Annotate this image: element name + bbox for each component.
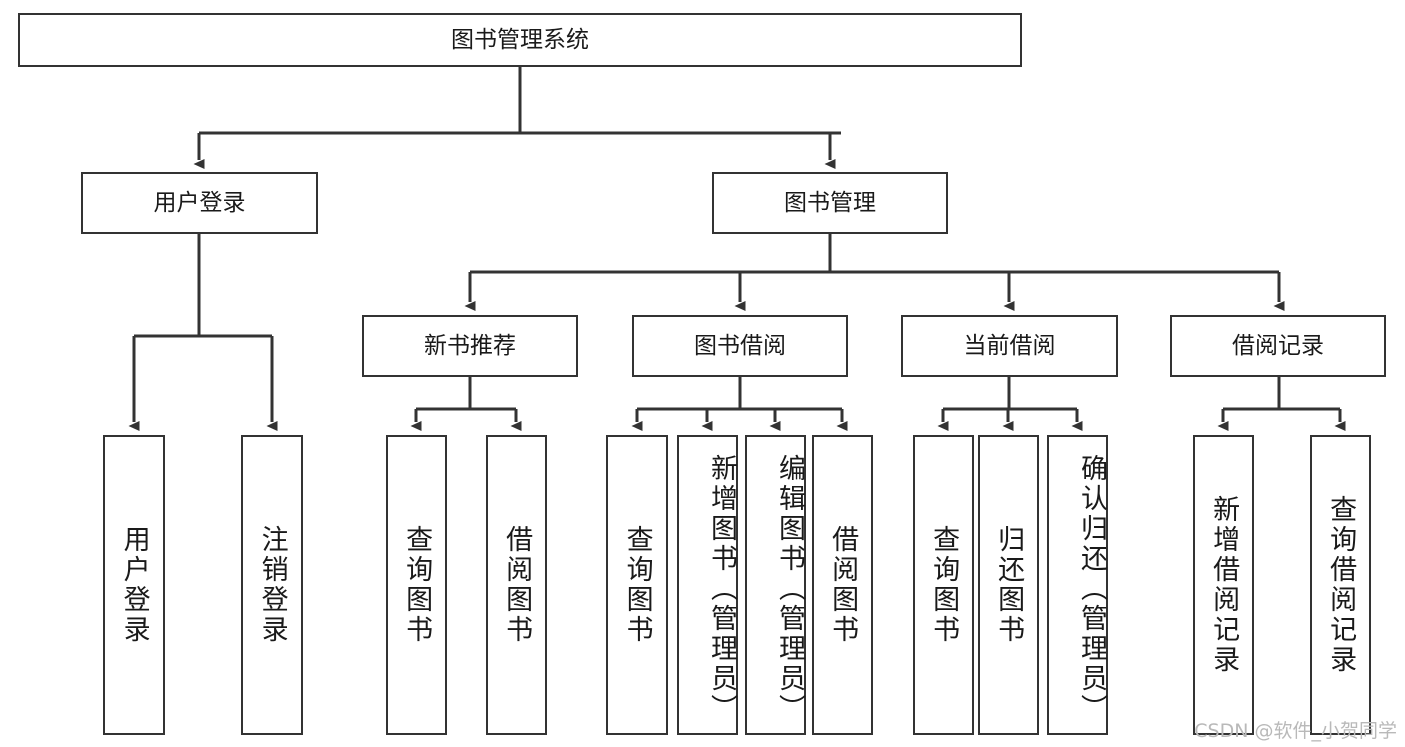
node-leaf-add-book[interactable]: 新增图书（管理员）: [677, 435, 738, 735]
node-leaf-borrow-book-2-label: 借阅图书: [827, 525, 859, 645]
node-book-manage-label: 图书管理: [784, 189, 876, 216]
node-leaf-query-book-2[interactable]: 查询图书: [606, 435, 668, 735]
node-leaf-logout[interactable]: 注销登录: [241, 435, 303, 735]
node-user-login-label: 用户登录: [153, 189, 246, 216]
node-root[interactable]: 图书管理系统: [18, 13, 1022, 67]
node-leaf-edit-book[interactable]: 编辑图书（管理员）: [745, 435, 806, 735]
watermark-text: CSDN @软件_小贺同学: [1194, 720, 1397, 742]
node-leaf-confirm-return-label: 确认归还（管理员）: [1076, 454, 1107, 724]
node-leaf-query-record-label: 查询借阅记录: [1325, 495, 1357, 675]
node-leaf-borrow-book-1-label: 借阅图书: [501, 525, 533, 645]
node-current-borrow[interactable]: 当前借阅: [901, 315, 1118, 377]
node-leaf-query-record[interactable]: 查询借阅记录: [1310, 435, 1371, 735]
node-leaf-query-book-2-label: 查询图书: [621, 525, 653, 645]
node-root-label: 图书管理系统: [451, 26, 589, 53]
node-book-borrow-label: 图书借阅: [694, 332, 786, 359]
node-new-book-recommend[interactable]: 新书推荐: [362, 315, 578, 377]
node-leaf-query-book-3[interactable]: 查询图书: [913, 435, 974, 735]
node-leaf-query-book-3-label: 查询图书: [928, 525, 960, 645]
node-leaf-confirm-return[interactable]: 确认归还（管理员）: [1047, 435, 1108, 735]
node-leaf-return-book[interactable]: 归还图书: [978, 435, 1039, 735]
node-new-book-recommend-label: 新书推荐: [424, 332, 516, 359]
node-leaf-add-record[interactable]: 新增借阅记录: [1193, 435, 1254, 735]
node-leaf-return-book-label: 归还图书: [993, 525, 1025, 645]
node-current-borrow-label: 当前借阅: [963, 332, 1056, 359]
node-book-borrow[interactable]: 图书借阅: [632, 315, 848, 377]
node-leaf-edit-book-label: 编辑图书（管理员）: [774, 454, 805, 724]
node-borrow-record[interactable]: 借阅记录: [1170, 315, 1386, 377]
node-leaf-borrow-book-2[interactable]: 借阅图书: [812, 435, 873, 735]
node-leaf-query-book-1[interactable]: 查询图书: [386, 435, 447, 735]
node-book-manage[interactable]: 图书管理: [712, 172, 948, 234]
node-leaf-borrow-book-1[interactable]: 借阅图书: [486, 435, 547, 735]
node-leaf-add-book-label: 新增图书（管理员）: [706, 454, 737, 724]
node-leaf-logout-label: 注销登录: [256, 525, 288, 645]
node-leaf-query-book-1-label: 查询图书: [401, 525, 433, 645]
node-leaf-user-login[interactable]: 用户登录: [103, 435, 165, 735]
node-borrow-record-label: 借阅记录: [1232, 332, 1324, 359]
node-leaf-add-record-label: 新增借阅记录: [1208, 495, 1240, 675]
node-user-login[interactable]: 用户登录: [81, 172, 318, 234]
node-leaf-user-login-label: 用户登录: [118, 525, 150, 645]
